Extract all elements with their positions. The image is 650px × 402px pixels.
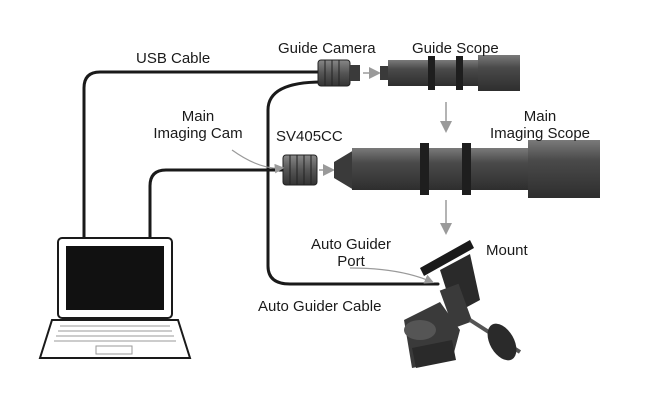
- main-imaging-scope-label-line2: Imaging Scope: [489, 125, 591, 142]
- guide-scope-label: Guide Scope: [412, 40, 499, 57]
- sv405cc-label: SV405CC: [276, 128, 343, 145]
- auto-guider-port-label-line1: Auto Guider: [310, 236, 392, 253]
- imaging-cam-cable: [148, 168, 287, 244]
- usb-cable: [82, 70, 324, 244]
- main-imaging-scope-label-line1: Main: [523, 108, 557, 125]
- main-imaging-scope-label: Main Imaging Scope: [470, 108, 610, 142]
- auto-guider-port-label-line2: Port: [337, 253, 365, 270]
- auto-guider-port-pointer: [349, 267, 435, 284]
- auto-guider-cable: [266, 80, 440, 286]
- guide-scope: [380, 55, 520, 91]
- laptop: [38, 237, 192, 359]
- mount: [404, 240, 522, 368]
- main-imaging-scope: [334, 140, 600, 198]
- main-imaging-cam-label-line1: Main: [181, 108, 215, 125]
- guide-camera-label: Guide Camera: [278, 40, 376, 57]
- main-imaging-cam-pointer: [231, 149, 285, 174]
- auto-guider-cable-label: Auto Guider Cable: [258, 298, 382, 315]
- guide-camera: [317, 59, 360, 87]
- auto-guider-port-label: Auto Guider Port: [296, 236, 406, 270]
- main-imaging-cam-label: Main Imaging Cam: [148, 108, 248, 142]
- usb-cable-label: USB Cable: [136, 50, 211, 67]
- main-imaging-camera: [282, 154, 318, 186]
- main-imaging-cam-label-line2: Imaging Cam: [153, 125, 243, 142]
- mount-label: Mount: [486, 242, 528, 259]
